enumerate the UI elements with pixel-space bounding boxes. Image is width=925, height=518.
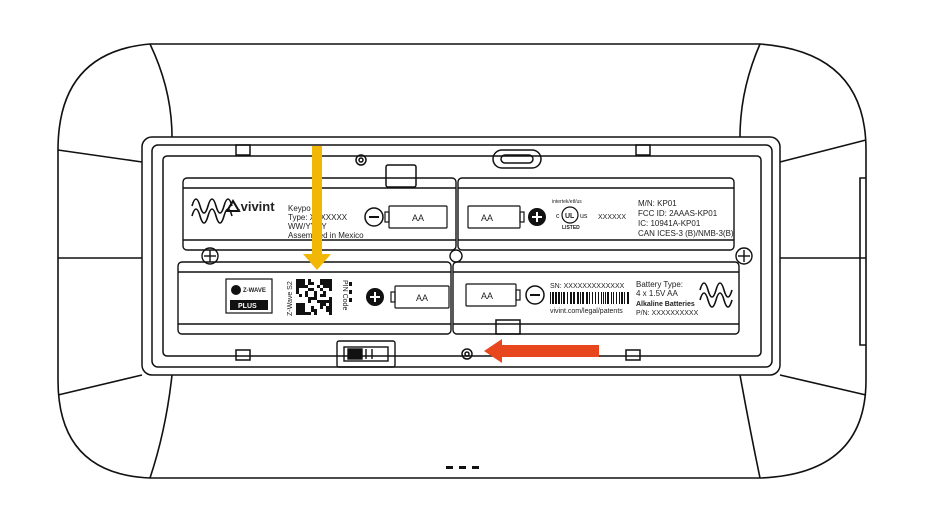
battery-row-bottom [177, 261, 740, 335]
ul-mark: UL [565, 213, 575, 220]
pin-code-text: PIN Code [341, 280, 348, 310]
screw-icon [735, 247, 753, 265]
device-outline [57, 43, 867, 479]
minus-icon [364, 207, 384, 227]
patents-url: vivint.com/legal/patents [550, 308, 623, 315]
serial-placeholder: XXXXXX [598, 214, 626, 221]
battery-aa-icon [384, 205, 448, 229]
ul-us: us [580, 213, 588, 220]
battery-aa-icon [390, 285, 450, 309]
label-top-right-line3: IC: 10941A-KP01 [638, 219, 701, 228]
label-top-right-line1: M/N: KP01 [638, 199, 677, 208]
minus-icon [525, 285, 545, 305]
battery-aa-icon [465, 283, 521, 307]
alkaline-label: Alkaline Batteries [636, 301, 695, 308]
label-top-right-line2: FCC ID: 2AAAS-KP01 [638, 209, 718, 218]
label-top-left-line3: WW/YYYY [288, 222, 327, 231]
indicator-dots [446, 466, 479, 469]
label-top-left-line1: Keypo [288, 204, 311, 213]
ul-listed-icon [561, 206, 579, 224]
battery-type-label: Battery Type: [636, 280, 683, 289]
vivint-logo-icon [225, 199, 241, 212]
battery-aa-label: AA [481, 213, 493, 223]
barcode [550, 292, 629, 304]
serial-number: SN: XXXXXXXXXXXXX [550, 283, 625, 290]
zwave-plus-logo [225, 278, 273, 314]
spring-icon [699, 282, 733, 308]
zwave-logo-text: Z-WAVE [243, 288, 266, 294]
screw-icon [449, 249, 463, 263]
ul-c: c [556, 213, 560, 220]
plus-icon [528, 208, 546, 226]
brand-name: .vivint [237, 199, 275, 214]
battery-aa-icon [467, 205, 525, 229]
label-top-right-line4: CAN ICES-3 (B)/NMB-3(B) [638, 229, 734, 238]
screw-icon [201, 247, 219, 265]
plus-logo-text: PLUS [238, 303, 257, 310]
qr-code-icon [296, 279, 332, 315]
battery-aa-label: AA [416, 293, 428, 303]
battery-aa-label: AA [412, 213, 424, 223]
slide-switch [336, 340, 396, 368]
battery-spec: 4 x 1.5V AA [636, 289, 678, 298]
pin-code-digits [349, 282, 352, 302]
red-arrow [484, 339, 599, 363]
part-number: P/N: XXXXXXXXXX [636, 310, 699, 317]
battery-aa-label: AA [481, 291, 493, 301]
battery-compartment [141, 136, 781, 376]
ul-top-text: intertek/etl/us [552, 199, 582, 205]
plus-icon [366, 288, 384, 306]
spring-icon [191, 198, 233, 224]
ul-listed: LISTED [562, 225, 580, 231]
label-top-left-line4: Assembled in Mexico [288, 231, 364, 240]
zwave-s2-text: Z-Wave S2 [287, 281, 294, 316]
yellow-arrow [303, 146, 331, 270]
